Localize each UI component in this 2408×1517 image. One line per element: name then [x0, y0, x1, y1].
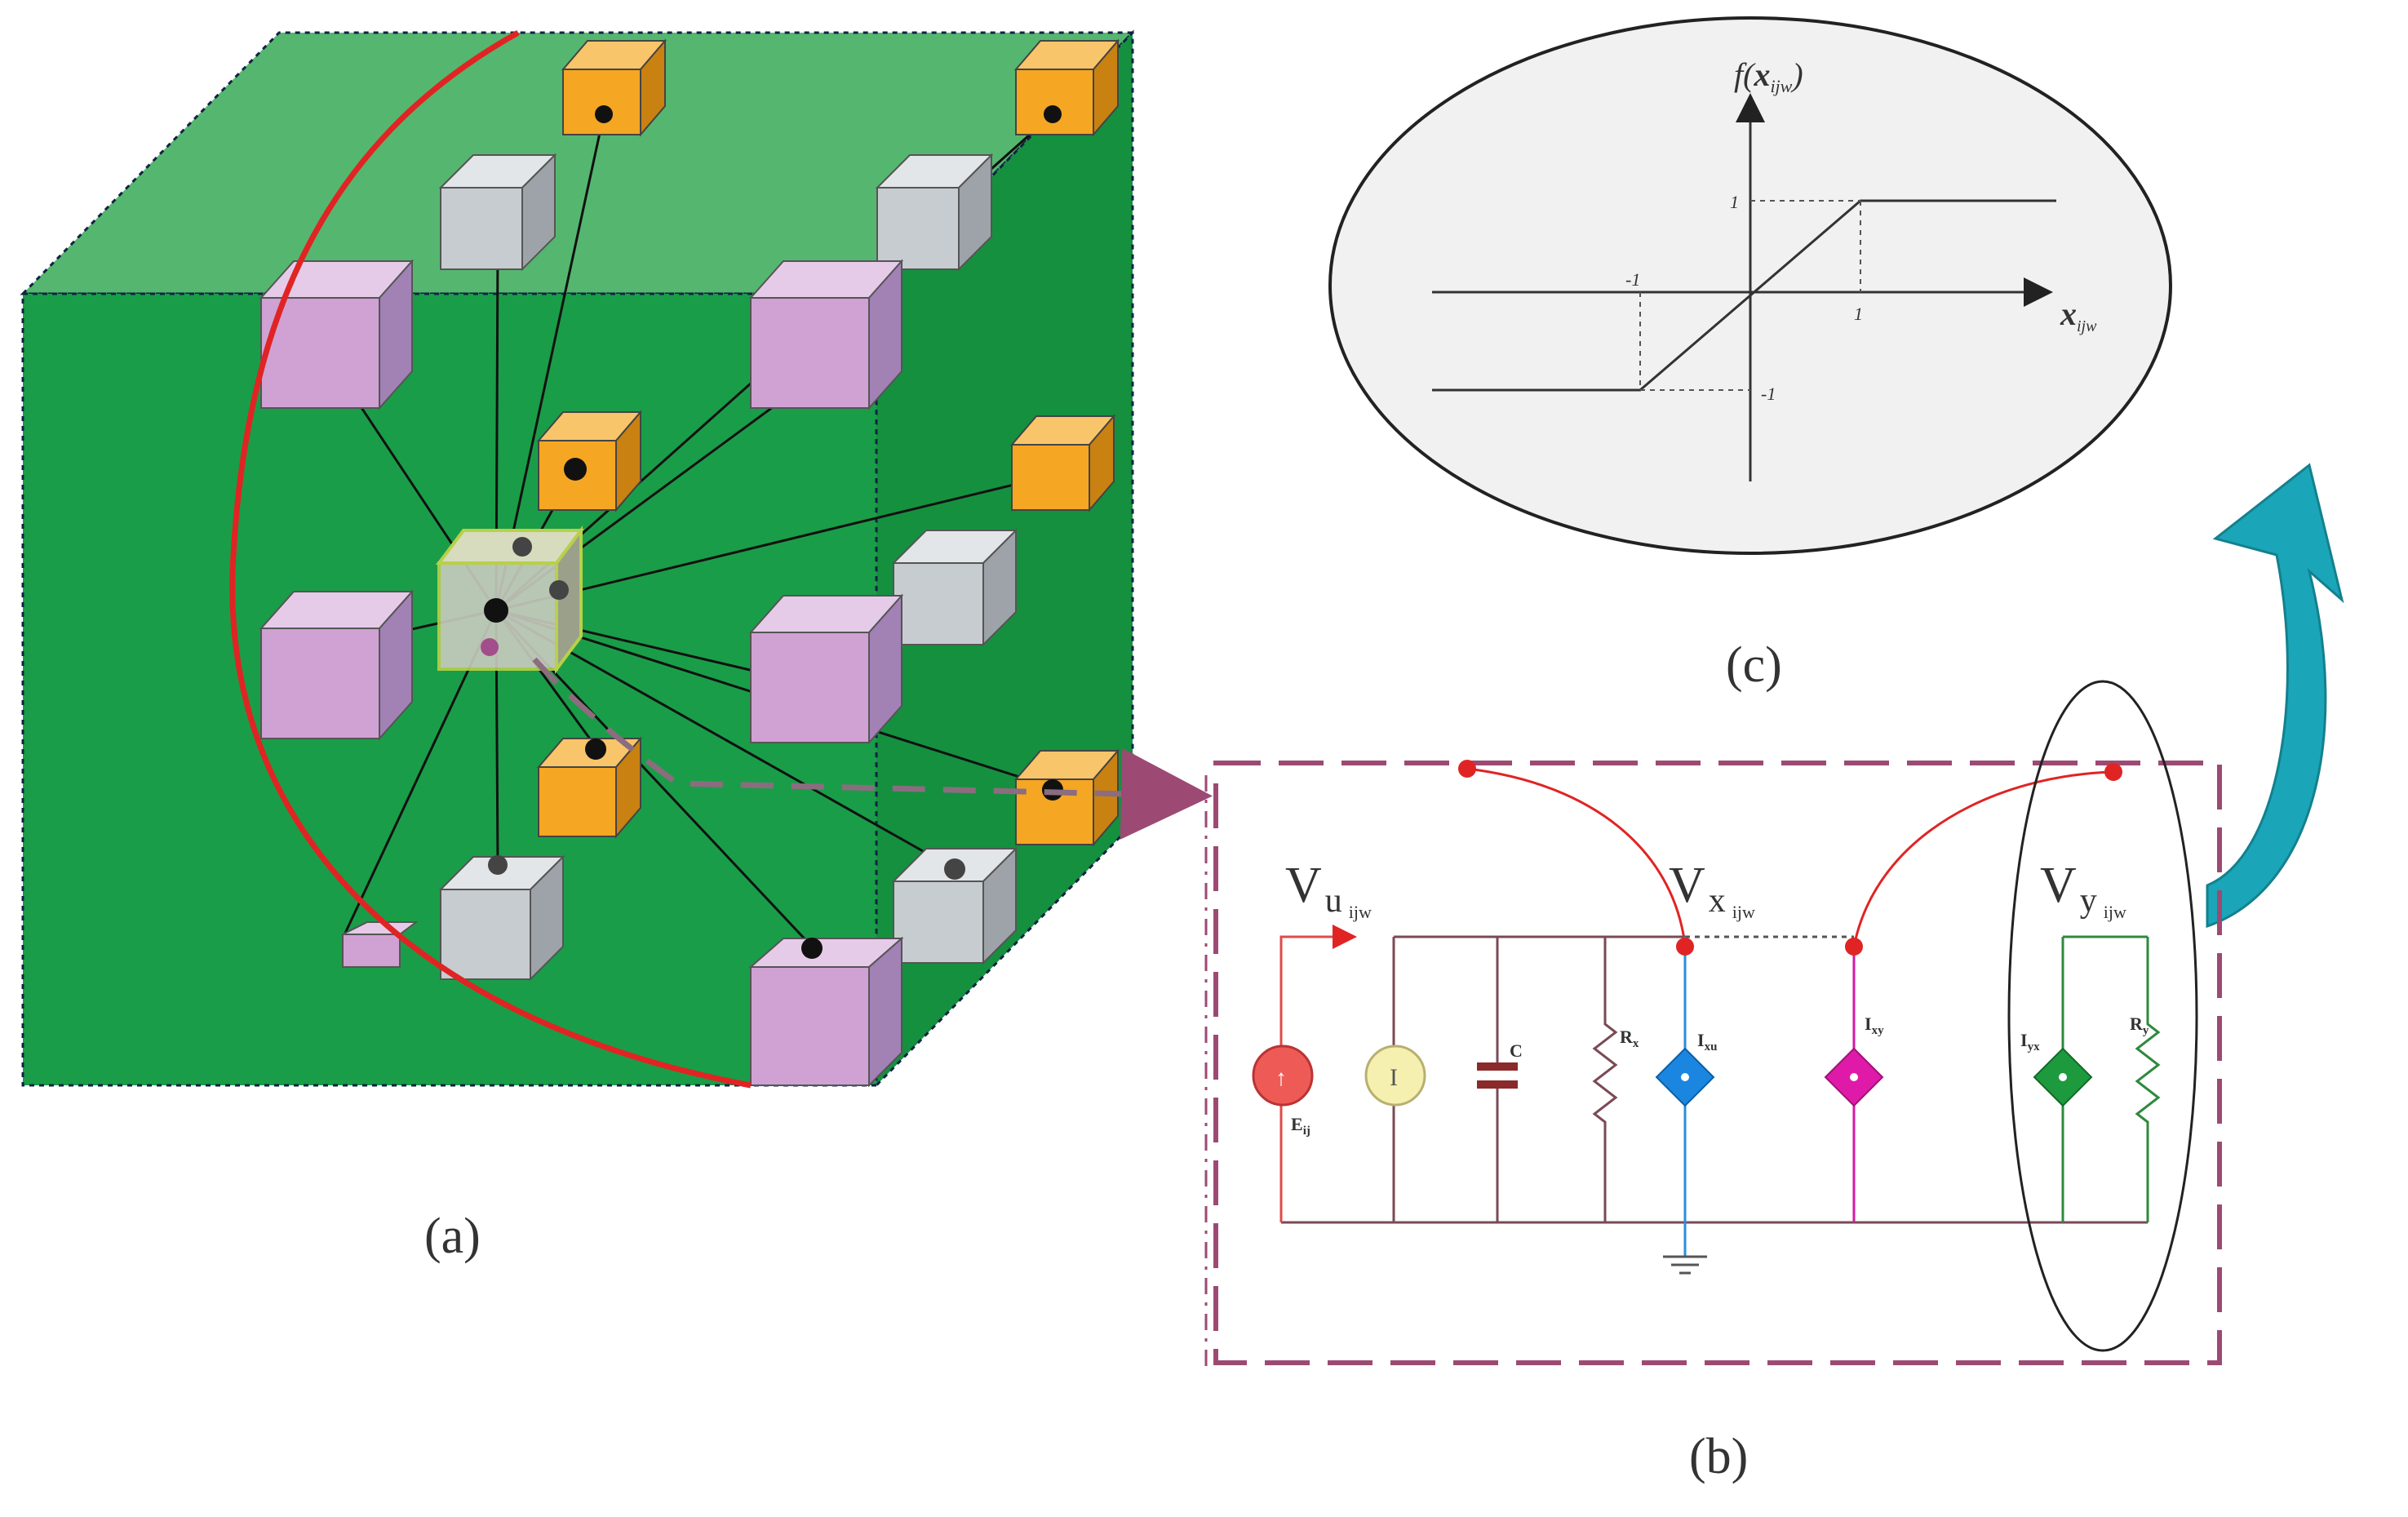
- current-source-i: [1364, 1045, 1426, 1107]
- cap-label: C: [1510, 1040, 1523, 1061]
- purple-cube: [748, 259, 904, 410]
- orange-cube: [536, 736, 643, 839]
- red-boundary-curve: [229, 29, 752, 1089]
- orange-cube: [1013, 38, 1120, 137]
- red-arc-right: [1852, 770, 2114, 947]
- gray-cube: [438, 854, 565, 982]
- tick-pos-y: 1: [1730, 192, 1739, 212]
- gray-cube: [891, 528, 1018, 647]
- svg-text:↑: ↑: [1275, 1066, 1287, 1091]
- purple-cube: [259, 589, 415, 741]
- central-cell: [436, 526, 584, 674]
- x-axis-label: xijw: [2060, 295, 2097, 335]
- purple-cube: [748, 936, 904, 1088]
- pointer-arrow: [532, 657, 1213, 840]
- tick-pos-x: 1: [1854, 304, 1863, 324]
- orange-cube: [1013, 748, 1120, 847]
- tick-neg-y: -1: [1761, 384, 1776, 404]
- orange-cube: [1009, 414, 1116, 512]
- cube-top-face: [20, 31, 1136, 295]
- gray-cube: [875, 153, 994, 272]
- purple-cube-partial: [342, 921, 419, 968]
- resistor-ry: [2135, 937, 2161, 1222]
- panel-b: ↑ Eij I C Rx Ixu Ixy: [1204, 680, 2222, 1484]
- red-arc-left: [1466, 767, 1687, 946]
- saturation-curve: [1432, 199, 2056, 392]
- iyx-label: Iyx: [2020, 1030, 2040, 1053]
- purple-cube: [748, 593, 904, 745]
- resistor-rx: [1592, 937, 1618, 1222]
- caption-a: (a): [424, 1209, 481, 1264]
- rx-label: Rx: [1620, 1027, 1639, 1050]
- gray-cube: [438, 153, 557, 272]
- ry-label: Ry: [2130, 1014, 2149, 1037]
- eij-label: Eij: [1291, 1114, 1310, 1138]
- source-eij: [1252, 1045, 1314, 1107]
- caption-b: (b): [1689, 1429, 1748, 1484]
- circuit-dashed-box: [1213, 761, 2222, 1365]
- orange-cube: [536, 410, 643, 512]
- current-source-label: I: [1390, 1064, 1398, 1091]
- purple-cube: [259, 259, 415, 410]
- output-cell-ellipse: [2007, 680, 2198, 1352]
- y-axis-label: f(xijw): [1734, 56, 1803, 96]
- tick-neg-x: -1: [1625, 269, 1640, 290]
- panel-a: (a): [20, 29, 1213, 1264]
- panel-c: 1 -1 1 -1 f(xijw) xijw (c): [1328, 16, 2172, 693]
- ixu-label: Ixu: [1697, 1030, 1717, 1053]
- ixy-label: Ixy: [1865, 1014, 1884, 1037]
- caption-c: (c): [1726, 637, 1782, 693]
- teal-arrow: [2206, 463, 2344, 929]
- orange-cube: [561, 38, 667, 137]
